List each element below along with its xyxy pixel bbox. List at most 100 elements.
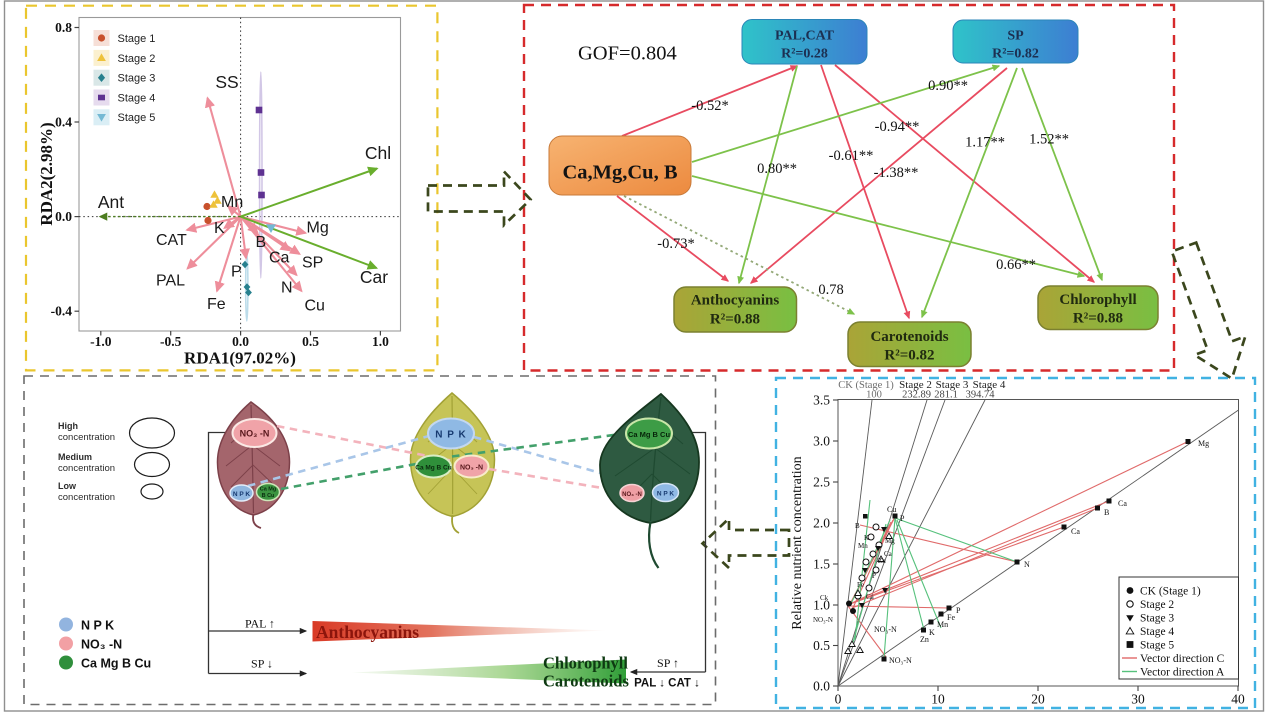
svg-text:SP ↓: SP ↓ [251,657,273,671]
svg-text:Chlorophyll: Chlorophyll [1059,292,1136,308]
svg-text:NO₃ -N: NO₃ -N [81,638,122,652]
svg-text:Stage 3: Stage 3 [1140,613,1174,625]
svg-text:Stage 3: Stage 3 [936,379,969,391]
svg-text:Mg: Mg [307,220,329,237]
svg-text:R²=0.88: R²=0.88 [710,312,760,328]
svg-text:Zn: Zn [920,635,929,644]
svg-text:Mg: Mg [1198,439,1209,448]
svg-text:B: B [855,522,860,530]
svg-text:N P K: N P K [81,619,114,633]
svg-text:Vector direction C: Vector direction C [1140,653,1225,665]
svg-text:3.5: 3.5 [813,393,830,408]
svg-text:3.0: 3.0 [813,434,830,449]
svg-text:R²=0.82: R²=0.82 [884,348,934,364]
svg-text:-1.0: -1.0 [90,334,112,349]
svg-text:0.80**: 0.80** [757,161,797,177]
svg-text:0.0: 0.0 [232,334,249,349]
svg-text:Stage 5: Stage 5 [118,112,156,124]
svg-text:1.17**: 1.17** [965,135,1005,151]
svg-text:-0.94**: -0.94** [875,119,920,135]
svg-text:SS: SS [215,72,238,92]
svg-text:Carotenoids: Carotenoids [870,329,948,345]
svg-text:Ca,Mg,Cu, B: Ca,Mg,Cu, B [562,162,677,184]
svg-text:Stage 2: Stage 2 [899,379,932,391]
svg-text:B: B [256,234,267,251]
svg-text:Ca: Ca [1071,527,1080,536]
svg-text:N P K: N P K [435,430,467,441]
svg-text:N P K: N P K [657,491,675,498]
svg-text:PAL,CAT: PAL,CAT [775,29,835,44]
svg-text:Stage 4: Stage 4 [1140,626,1174,638]
svg-text:Ca: Ca [1118,499,1127,508]
svg-text:Car: Car [360,267,388,287]
svg-text:Fe: Fe [207,296,226,313]
svg-text:NO₃-N: NO₃-N [889,656,912,665]
svg-text:Chlorophyll: Chlorophyll [543,654,628,673]
svg-text:PAL ↓ CAT ↓: PAL ↓ CAT ↓ [634,678,700,690]
svg-text:30: 30 [1131,692,1145,707]
svg-text:P: P [231,264,242,281]
svg-text:SP ↑: SP ↑ [657,656,679,670]
svg-text:232.89: 232.89 [902,390,931,401]
svg-text:Anthocyanins: Anthocyanins [691,293,780,309]
svg-text:Ca Mg B Cu: Ca Mg B Cu [81,657,151,671]
svg-text:R²=0.88: R²=0.88 [1073,311,1123,327]
svg-text:K: K [214,220,225,237]
svg-text:Fe: Fe [947,613,955,622]
svg-text:0.4: 0.4 [55,115,72,130]
svg-text:R²=0.82: R²=0.82 [992,47,1039,62]
svg-text:2.0: 2.0 [813,516,830,531]
svg-text:CAT: CAT [156,232,187,249]
svg-text:0.5: 0.5 [302,334,319,349]
svg-text:394.74: 394.74 [966,390,996,401]
svg-text:Mn: Mn [221,194,243,211]
svg-text:PAL: PAL [156,273,185,290]
svg-text:N P K: N P K [233,491,251,498]
svg-text:CK (Stage 1): CK (Stage 1) [1140,586,1201,598]
svg-text:NO₃ -N: NO₃ -N [240,429,270,439]
svg-text:0.78: 0.78 [818,282,843,298]
svg-text:0.0: 0.0 [813,679,830,694]
svg-text:-1.38**: -1.38** [874,165,919,181]
svg-text:Anthocyanins: Anthocyanins [316,622,419,642]
svg-text:PAL ↑: PAL ↑ [245,617,275,631]
svg-text:Stage 1: Stage 1 [118,33,156,45]
svg-text:Ck: Ck [820,594,829,602]
svg-text:NO₃ -N: NO₃ -N [460,465,483,472]
svg-text:K: K [864,534,869,542]
svg-text:1.52**: 1.52** [1029,132,1069,148]
svg-text:Ca Mg B Cu: Ca Mg B Cu [628,430,671,439]
svg-text:concentration: concentration [58,432,115,443]
svg-text:-0.61**: -0.61** [829,148,874,164]
svg-text:NO₃-N: NO₃-N [874,625,897,634]
svg-text:0.5: 0.5 [813,638,830,653]
svg-text:Ca: Ca [269,250,290,267]
svg-text:20: 20 [1031,692,1045,707]
svg-text:RDA1(97.02%): RDA1(97.02%) [184,349,296,368]
svg-text:-0.73*: -0.73* [657,236,694,252]
svg-text:Carotenoids: Carotenoids [543,672,629,691]
svg-text:Relative nutrient concentratio: Relative nutrient concentration [790,456,805,629]
svg-text:Ant: Ant [98,192,124,212]
svg-text:Stage 4: Stage 4 [118,92,156,104]
svg-text:SP: SP [1007,29,1024,44]
svg-text:1.0: 1.0 [813,598,830,613]
svg-text:100: 100 [866,390,882,401]
svg-text:1.0: 1.0 [372,334,389,349]
svg-text:K: K [929,628,935,637]
svg-text:P: P [956,606,961,615]
svg-text:concentration: concentration [58,492,115,503]
svg-text:0.8: 0.8 [55,20,72,35]
svg-text:Stage 3: Stage 3 [118,73,156,85]
svg-text:Zn: Zn [878,557,886,565]
svg-text:Low: Low [58,481,77,491]
svg-text:Ca: Ca [866,593,875,601]
svg-text:2.5: 2.5 [813,475,830,490]
svg-text:N: N [281,280,293,297]
svg-text:1.5: 1.5 [813,557,830,572]
svg-text:0: 0 [835,692,842,707]
svg-text:RDA2(2.98%): RDA2(2.98%) [37,122,56,225]
svg-text:-0.5: -0.5 [160,334,182,349]
svg-text:GOF=0.804: GOF=0.804 [578,43,677,65]
svg-text:P: P [872,572,876,580]
